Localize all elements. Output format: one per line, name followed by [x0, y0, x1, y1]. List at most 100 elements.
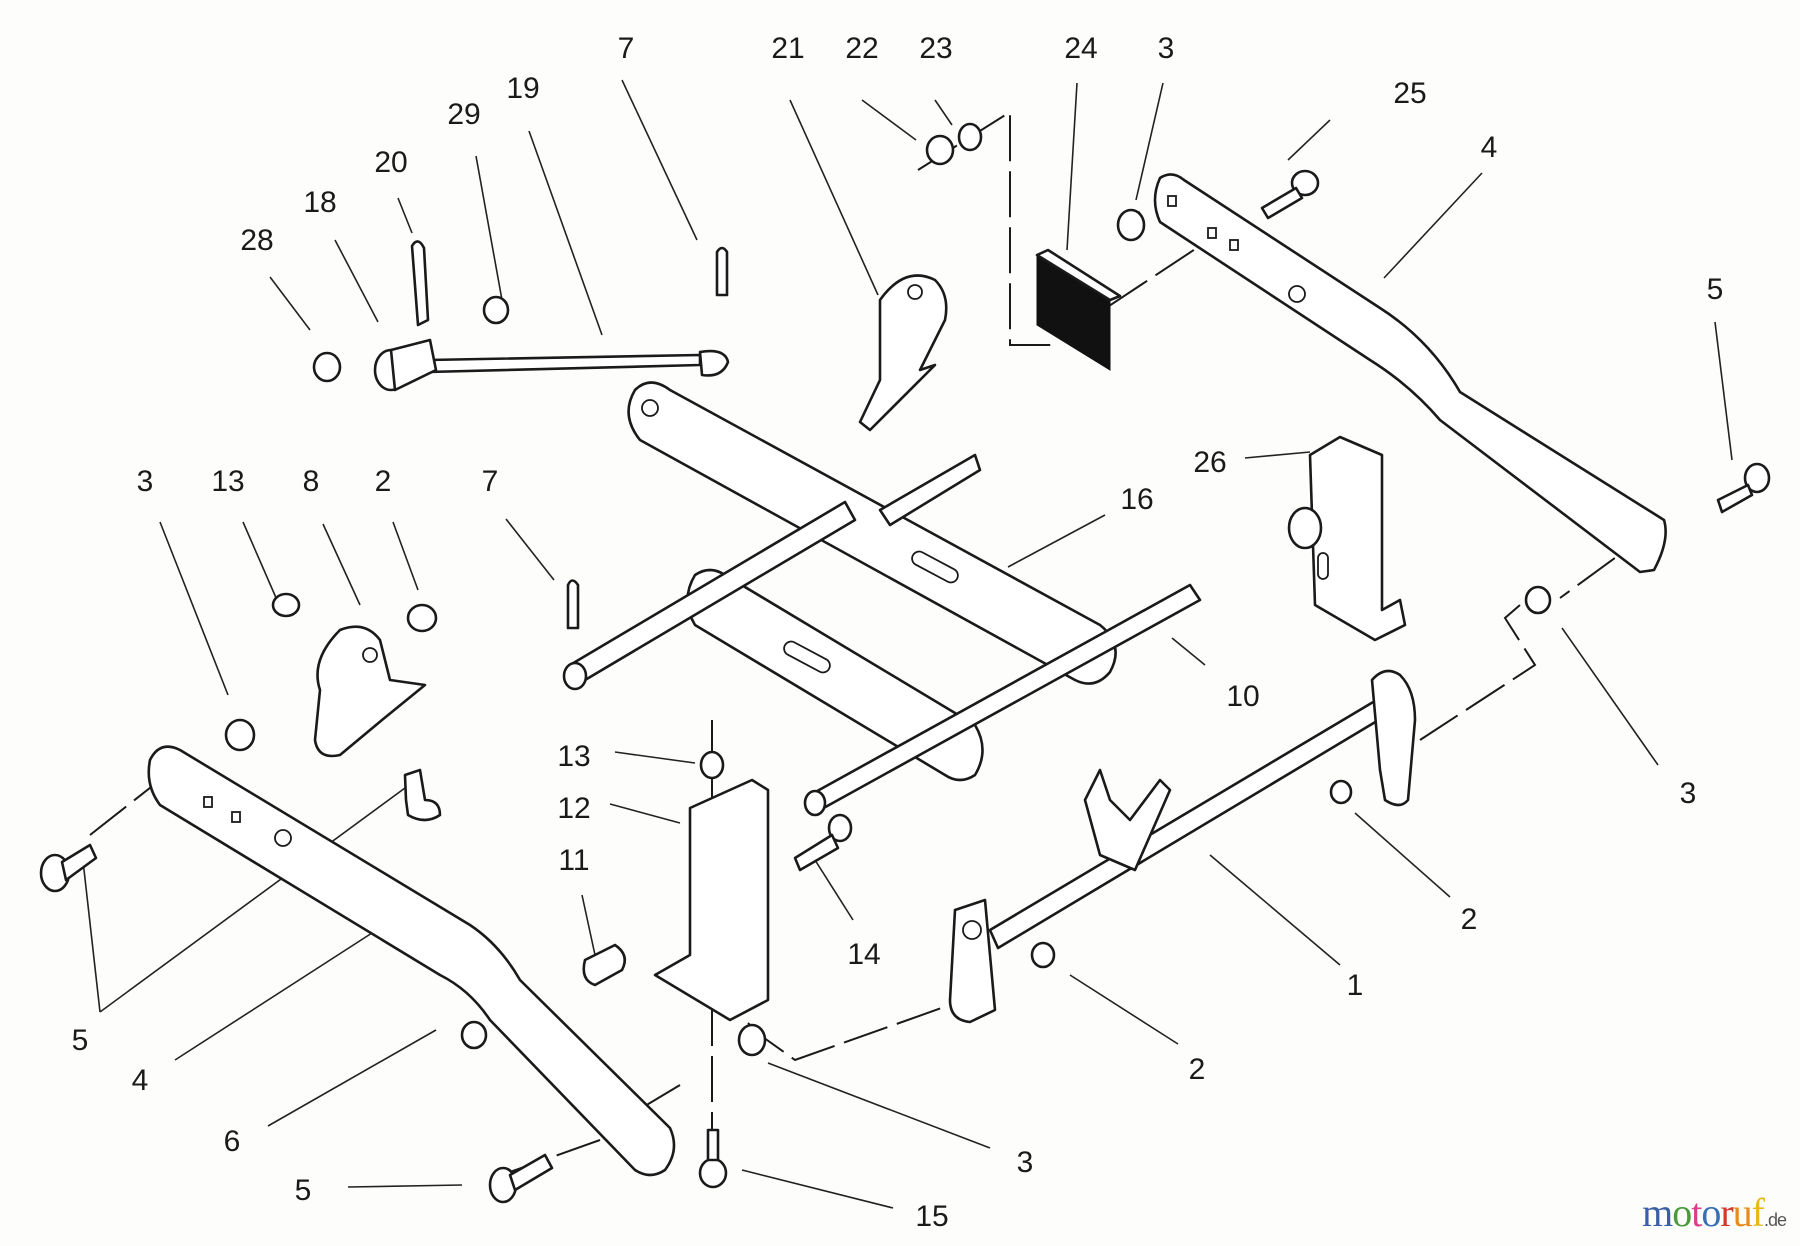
leader-11: [581, 894, 596, 956]
lift-arm-right-slot: [1167, 195, 1177, 207]
shaft-10-end: [803, 789, 827, 817]
leader-2-right: [1354, 812, 1451, 898]
callout-11: 11: [558, 844, 589, 877]
leader-13-left: [242, 521, 278, 601]
callout-12: 12: [557, 792, 590, 825]
lift-arm-right-slot: [1229, 239, 1239, 251]
callout-3-bottom: 3: [1017, 1146, 1034, 1179]
watermark-letter: m: [1642, 1190, 1673, 1235]
bolt-under-bracket-8: [403, 768, 442, 822]
nut-13-left: [271, 592, 301, 618]
bolt-25: [1260, 169, 1320, 220]
leader-5-right: [1714, 321, 1733, 461]
callout-3-top: 3: [1158, 32, 1175, 65]
shaft-1: [988, 693, 1394, 950]
shaft-1-yoke: [1083, 768, 1172, 872]
lift-arm-right-slot: [1207, 227, 1217, 239]
callout-10: 10: [1226, 680, 1259, 713]
callout-14: 14: [847, 938, 880, 971]
leader-8: [322, 523, 361, 606]
leader-5-left-a: [99, 787, 406, 1013]
callout-16: 16: [1120, 483, 1153, 516]
watermark-logo: motoruf.de: [1642, 1189, 1787, 1236]
leader-lines: [81, 79, 1733, 1209]
assembly-lines: [89, 110, 1661, 1173]
callout-1: 1: [1347, 969, 1364, 1002]
nut-2-left: [406, 603, 438, 633]
watermark-letter: t: [1691, 1190, 1702, 1235]
assembly-line-24: [917, 110, 1055, 346]
callout-2-left: 2: [375, 465, 392, 498]
assembly-line-3-bottom: [747, 1004, 951, 1062]
leader-20: [397, 197, 413, 234]
leader-15: [741, 1169, 894, 1209]
shaft-rear: [878, 453, 982, 527]
callout-15: 15: [915, 1200, 948, 1233]
nut-22: [925, 134, 955, 166]
leader-24: [1066, 82, 1078, 251]
rod-19: [426, 353, 702, 374]
leader-3-left: [159, 521, 229, 696]
leader-12: [609, 803, 681, 824]
callout-28: 28: [240, 224, 273, 257]
bracket-8-hole: [362, 647, 378, 663]
bracket-26-bushing: [1287, 506, 1323, 550]
bracket-21: [858, 274, 948, 432]
leader-3-right: [1561, 627, 1659, 766]
nut-2-bottom: [1030, 941, 1056, 969]
callout-7-top: 7: [618, 32, 635, 65]
bolt-14: [793, 813, 853, 872]
leader-14: [814, 859, 854, 921]
spacer-3-top: [1116, 208, 1146, 242]
callout-23: 23: [919, 32, 952, 65]
callout-24: 24: [1064, 32, 1097, 65]
leader-13-mid: [614, 751, 696, 764]
callout-29: 29: [447, 98, 480, 131]
callout-5-bottom: 5: [295, 1174, 312, 1207]
leader-3-bottom: [767, 1062, 991, 1149]
spacer-3-right: [1524, 585, 1552, 615]
cotter-pin-7-top: [715, 246, 729, 297]
watermark-letter: f: [1751, 1190, 1765, 1235]
leader-6: [267, 1029, 437, 1127]
link-bar-16-hole: [641, 399, 659, 417]
callout-13-mid: 13: [557, 740, 590, 773]
callout-2-bottom: 2: [1189, 1053, 1206, 1086]
nut-28: [312, 351, 342, 383]
callout-18: 18: [303, 186, 336, 219]
nut-13-mid: [699, 750, 725, 780]
lift-arm-right: [1153, 173, 1667, 574]
spacer-3-bottom: [737, 1023, 767, 1057]
leader-7-mid: [505, 518, 555, 581]
callout-2-right: 2: [1461, 903, 1478, 936]
leader-10: [1171, 637, 1206, 666]
leader-21: [789, 99, 879, 296]
callout-4-top: 4: [1481, 131, 1498, 164]
shaft-1-plate-right: [1370, 669, 1417, 807]
leader-1: [1209, 854, 1341, 966]
leader-29: [475, 155, 503, 301]
lift-arm-left-hole: [274, 829, 292, 847]
bolt-15: [698, 1128, 728, 1189]
shaft-1-plate-left: [948, 898, 997, 1024]
callout-25: 25: [1393, 77, 1426, 110]
watermark-letter: o: [1672, 1190, 1692, 1235]
spacer-3-left: [224, 718, 256, 752]
leader-26: [1244, 451, 1311, 459]
callout-8: 8: [303, 465, 320, 498]
callout-13-left: 13: [211, 465, 244, 498]
bracket-8: [313, 625, 427, 758]
bracket-26-slot: [1317, 552, 1329, 580]
watermark-letter: o: [1701, 1190, 1721, 1235]
parts: [39, 122, 1771, 1204]
callout-20: 20: [374, 146, 407, 179]
leader-19: [528, 130, 603, 336]
callout-5-right: 5: [1707, 273, 1724, 306]
bolt-5-bottom: [488, 1153, 554, 1204]
leader-16: [1007, 514, 1106, 568]
spacer-11: [582, 943, 627, 987]
leader-5-left-b: [81, 851, 101, 1013]
watermark-suffix: .de: [1763, 1210, 1787, 1230]
callout-3-right: 3: [1680, 777, 1697, 810]
nut-2-right: [1329, 779, 1353, 805]
